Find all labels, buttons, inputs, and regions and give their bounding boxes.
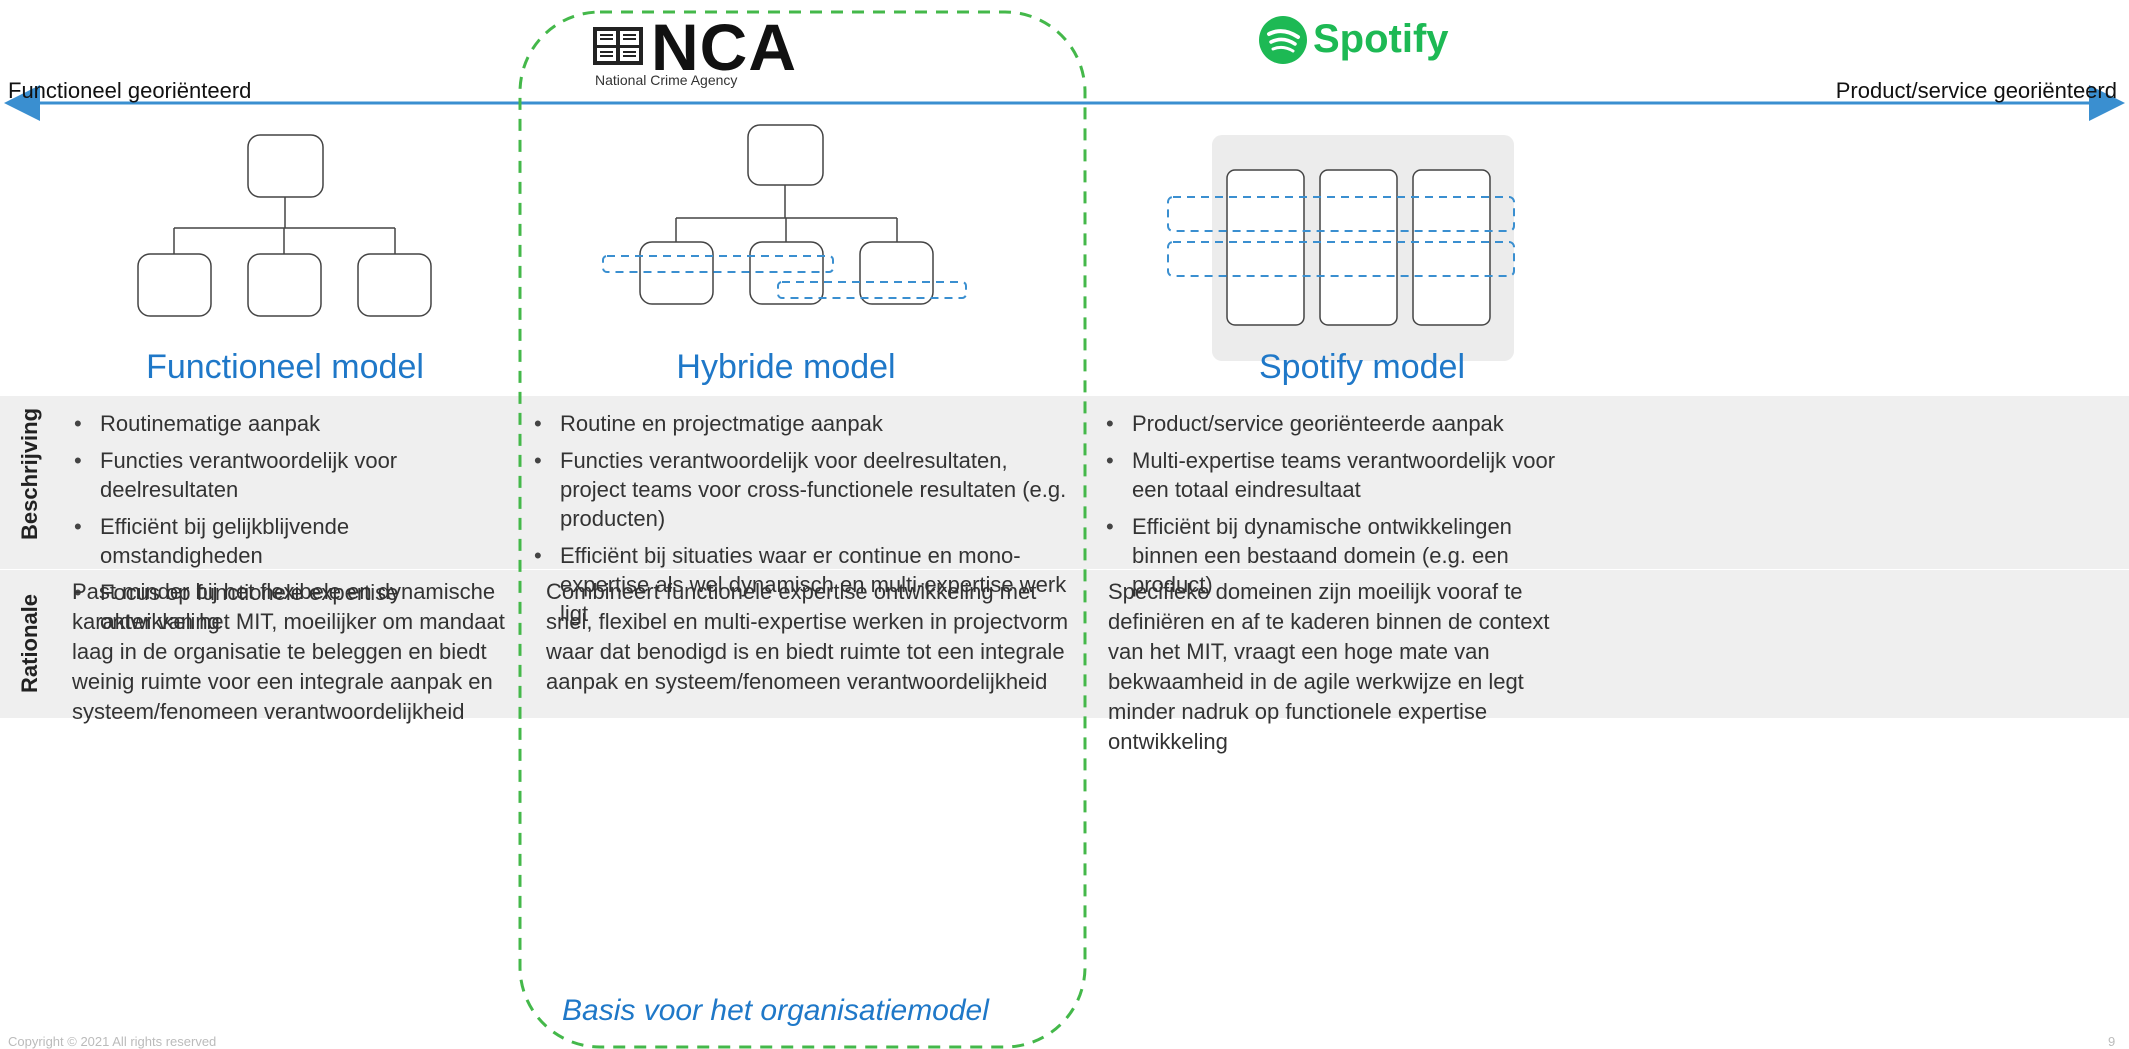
tribe-band-2 [1167, 241, 1515, 277]
copyright-notice: Copyright © 2021 All rights reserved [8, 1034, 217, 1049]
spotify-tribes [1167, 196, 1515, 277]
org-box-right [357, 253, 432, 317]
org-box-left [137, 253, 212, 317]
hybride-rationale-text: Combineert functionele expertise ontwikk… [546, 579, 1069, 694]
squad-3 [1412, 169, 1491, 326]
beschrijving-row-label: Beschrijving [17, 407, 42, 540]
hybride-model-title: Hybride model [676, 348, 896, 386]
functioneel-beschrijving-list: Routinematige aanpak Functies verantwoor… [72, 409, 512, 644]
crest-icon [593, 27, 643, 65]
squad-2 [1319, 169, 1398, 326]
nca-logo-text: NCA [651, 10, 797, 84]
page-number: 9 [2108, 1034, 2116, 1049]
list-item: Routinematige aanpak [72, 409, 512, 438]
org-box-top [247, 134, 324, 198]
project-team-1 [602, 255, 834, 273]
list-item: Efficiënt bij gelijkblijvende omstandigh… [72, 512, 512, 570]
axis-right-label: Product/service georiënteerd [1835, 78, 2117, 103]
org-box-right [859, 241, 934, 305]
axis-left-label: Functioneel georiënteerd [8, 78, 252, 103]
spotify-model-title: Spotify model [1259, 348, 1465, 386]
list-item: Efficiënt bij dynamische ontwikkelingen … [1104, 512, 1564, 599]
tribe-band-1 [1167, 196, 1515, 232]
list-item: Efficiënt bij situaties waar er continue… [532, 541, 1072, 628]
list-item: Focus op functionele expertise ontwikkel… [72, 578, 512, 636]
list-item: Functies verantwoordelijk voor deelresul… [532, 446, 1072, 533]
functioneel-org-chart [137, 134, 432, 317]
nca-logo-subtitle: National Crime Agency [595, 72, 738, 88]
list-item: Multi-expertise teams verantwoordelijk v… [1104, 446, 1564, 504]
squad-1 [1226, 169, 1305, 326]
highlight-caption: Basis voor het organisatiemodel [562, 994, 989, 1027]
hybride-org-chart [639, 124, 934, 305]
spotify-icon [1259, 16, 1307, 64]
spotify-squads [1226, 169, 1491, 326]
hybride-project-teams [602, 255, 967, 299]
list-item: Routine en projectmatige aanpak [532, 409, 1072, 438]
spotify-logo-text: Spotify [1313, 17, 1449, 61]
highlight-outline [518, 10, 1087, 1049]
functioneel-model-title: Functioneel model [146, 348, 424, 386]
spotify-beschrijving-list: Product/service georiënteerde aanpak Mul… [1104, 409, 1564, 607]
project-team-2 [777, 281, 967, 299]
org-box-top [747, 124, 824, 186]
list-item: Functies verantwoordelijk voor deelresul… [72, 446, 512, 504]
spotify-rationale-text: Specifieke domeinen zijn moeilijk vooraf… [1108, 579, 1550, 754]
rationale-row-label: Rationale [17, 593, 42, 693]
functioneel-rationale-text: Past minder bij het flexibele en dynamis… [72, 579, 505, 724]
hybride-beschrijving-list: Routine en projectmatige aanpak Functies… [532, 409, 1072, 636]
list-item: Product/service georiënteerde aanpak [1104, 409, 1564, 438]
org-box-middle [247, 253, 322, 317]
